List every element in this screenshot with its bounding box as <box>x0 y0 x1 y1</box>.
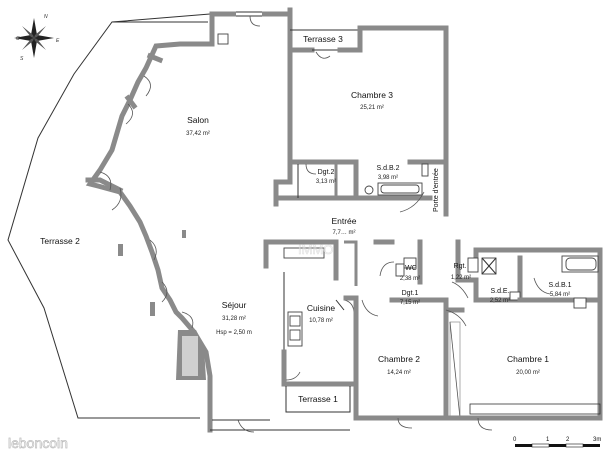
room-name-salon: Salon <box>187 115 209 125</box>
room-name-sejour: Séjour <box>222 300 247 310</box>
room-name-terrasse-3: Terrasse 3 <box>303 34 343 44</box>
room-name-chambre-3: Chambre 3 <box>351 90 393 100</box>
salon-outer-wall <box>85 11 215 433</box>
room-name-terrasse-2: Terrasse 2 <box>40 236 80 246</box>
room-name-rgt: Rgt. <box>454 263 467 270</box>
scale-tick-3: 3m <box>593 437 601 443</box>
room-name-chambre-1: Chambre 1 <box>507 354 549 364</box>
room-area-chambre-3: 25,21 m² <box>360 105 384 111</box>
terrasse-2-outline <box>7 13 211 419</box>
room-area-sejour: 31,28 m² <box>222 316 246 322</box>
room-area-rgt: 1,22 m² <box>451 275 471 281</box>
room-area-cuisine: 10,78 m² <box>309 318 333 324</box>
room-area-entree: 7,7… m² <box>332 230 355 236</box>
room-name-sdb-2: S.d.B.2 <box>377 165 400 172</box>
watermark-overlay: IMMO <box>298 242 333 257</box>
scale-tick-1: 1 <box>546 437 550 443</box>
room-name-chambre-2: Chambre 2 <box>378 354 420 364</box>
room-area-chambre-1: 20,00 m² <box>516 370 540 376</box>
watermark-brand: leboncoin <box>8 435 68 451</box>
scale-tick-2: 2 <box>566 437 570 443</box>
compass-rose-icon: N O S E <box>14 14 60 62</box>
room-area-dgt-1: 7,15 m² <box>400 300 420 306</box>
room-area-sdb-2: 3,98 m² <box>378 175 398 181</box>
compass-w: O <box>16 36 20 42</box>
room-area-sde: 2,52 m² <box>490 298 510 304</box>
room-area-dgt-2: 3,13 m² <box>316 179 336 185</box>
room-name-entree: Entrée <box>331 216 356 226</box>
room-area-salon: 37,42 m² <box>186 131 210 137</box>
room-name-terrasse-1: Terrasse 1 <box>298 394 338 404</box>
room-name-cuisine: Cuisine <box>307 303 336 313</box>
scale-bar: 0 1 2 3m <box>513 437 601 448</box>
room-name-sdb-1: S.d.B.1 <box>549 282 572 289</box>
room-note-sejour: Hsp = 2,50 m <box>216 330 252 336</box>
room-name-wc: WC <box>405 265 417 272</box>
scale-tick-0: 0 <box>513 437 517 443</box>
room-name-sde: S.d.E. <box>490 288 509 295</box>
entrance-label: Porte d'entrée <box>433 168 440 212</box>
room-name-dgt-1: Dgt.1 <box>402 290 419 297</box>
compass-s: S <box>20 56 24 62</box>
room-name-dgt-2: Dgt.2 <box>318 169 335 176</box>
compass-n: N <box>44 14 48 20</box>
compass-e: E <box>56 38 60 44</box>
room-area-wc: 2,38 m² <box>400 276 420 282</box>
room-area-sdb-1: 5,84 m² <box>550 292 570 298</box>
room-area-chambre-2: 14,24 m² <box>387 370 411 376</box>
